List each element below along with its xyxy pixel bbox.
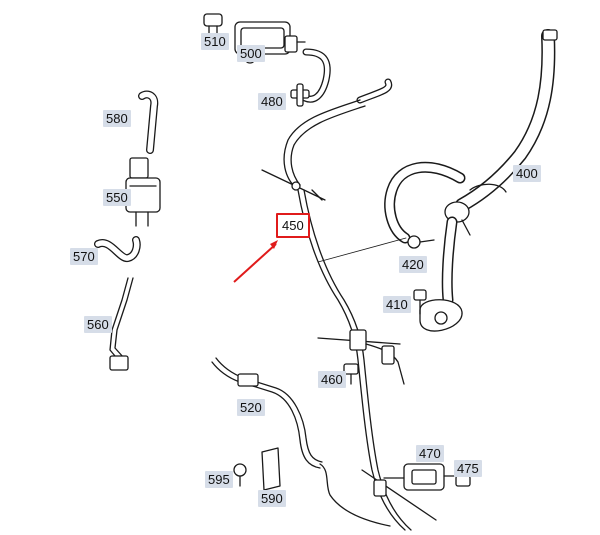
label-560[interactable]: 560 — [84, 316, 112, 333]
label-570[interactable]: 570 — [70, 248, 98, 265]
label-410[interactable]: 410 — [383, 296, 411, 313]
part-520-line — [211, 357, 391, 527]
part-400-filler-neck — [384, 29, 558, 332]
part-470-valve — [383, 463, 457, 491]
branch-connector — [365, 343, 405, 385]
part-420-bolt — [407, 235, 435, 249]
part-410-bolt — [413, 289, 427, 315]
part-475-clip — [455, 475, 471, 487]
part-460-bolt — [343, 363, 359, 385]
part-580-hose — [138, 90, 159, 154]
label-520[interactable]: 520 — [237, 399, 265, 416]
label-580[interactable]: 580 — [103, 110, 131, 127]
label-420[interactable]: 420 — [399, 256, 427, 273]
line-clip-lower — [317, 329, 401, 351]
leader-line-450 — [317, 237, 407, 263]
label-550[interactable]: 550 — [103, 189, 131, 206]
label-450[interactable]: 450 — [276, 213, 310, 238]
label-460[interactable]: 460 — [318, 371, 346, 388]
part-510-connector — [203, 13, 223, 35]
label-400[interactable]: 400 — [513, 165, 541, 182]
label-480[interactable]: 480 — [258, 93, 286, 110]
line-clip-bottom — [361, 469, 437, 521]
label-500[interactable]: 500 — [237, 45, 265, 62]
part-550-purge-valve — [125, 157, 161, 227]
label-590[interactable]: 590 — [258, 490, 286, 507]
part-560-line — [109, 277, 134, 371]
label-475[interactable]: 475 — [454, 460, 482, 477]
part-595-bolt — [233, 463, 247, 487]
part-480-tee — [290, 83, 310, 107]
part-570-hose — [94, 236, 141, 262]
label-510[interactable]: 510 — [201, 33, 229, 50]
label-470[interactable]: 470 — [416, 445, 444, 462]
line-clip-upper — [261, 169, 326, 201]
label-595[interactable]: 595 — [205, 471, 233, 488]
part-590-bracket — [261, 447, 281, 491]
